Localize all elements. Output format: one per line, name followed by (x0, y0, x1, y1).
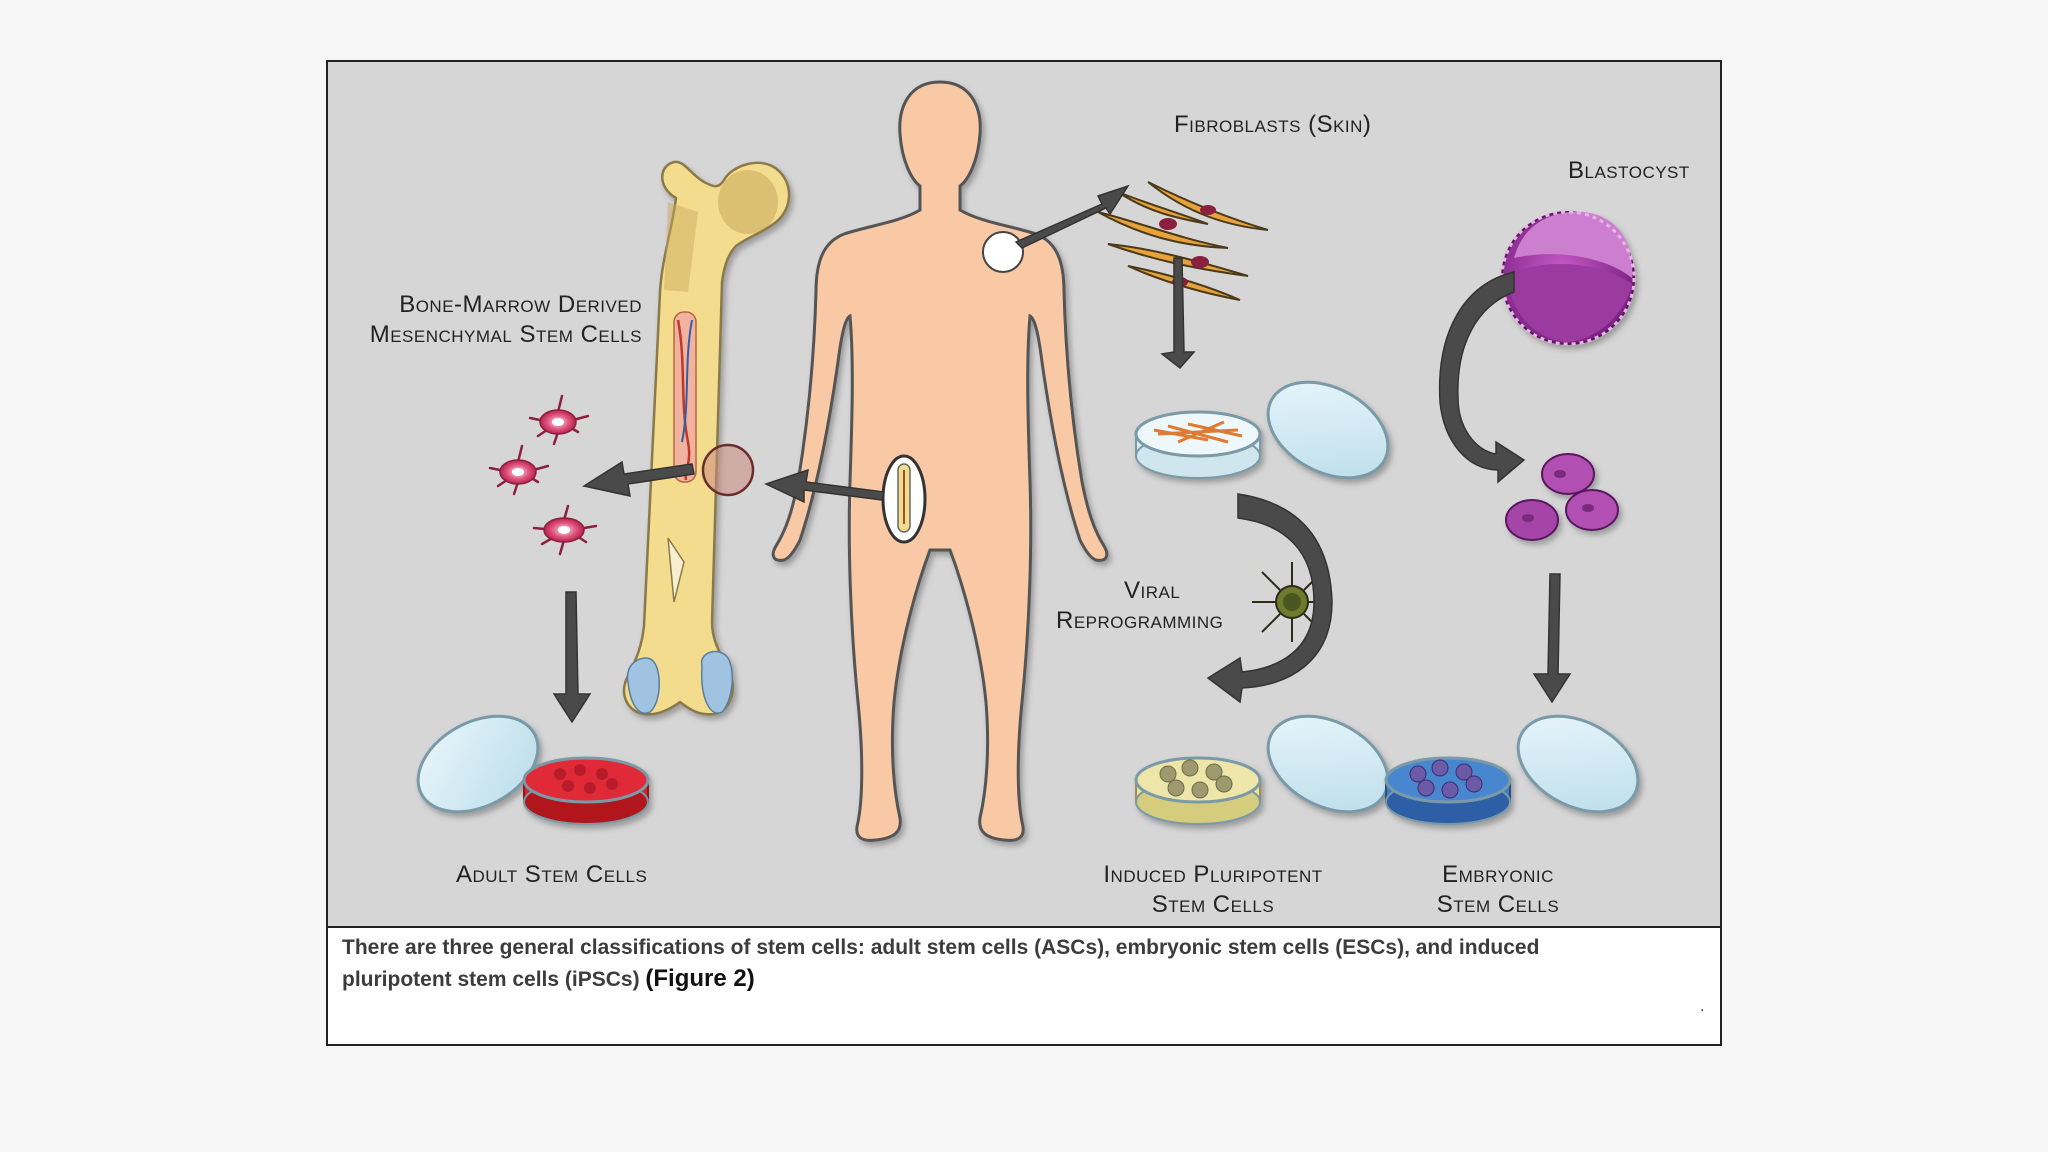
label-bone-marrow-line2: Mesenchymal Stem Cells (369, 321, 642, 348)
human-body-silhouette (771, 80, 1109, 842)
figure-frame: Fibroblasts (Skin) Blastocyst Bone-Marro… (326, 60, 1722, 1046)
label-bone-marrow: Bone-Marrow Derived Mesenchymal Stem Cel… (342, 290, 642, 350)
bone-marrow-site (881, 454, 927, 544)
blastocyst-illustration (1500, 210, 1636, 346)
stem-cell-diagram (416, 80, 1640, 842)
arrow-fibroblasts-to-dish (1160, 257, 1196, 370)
label-viral-line2: Reprogramming (1056, 607, 1224, 634)
label-bone-marrow-line1: Bone-Marrow Derived (399, 291, 642, 318)
arrow-blastocyst-to-cells (1438, 271, 1526, 484)
label-viral-line1: Viral (1124, 577, 1181, 604)
label-ipsc-line2: Stem Cells (1151, 891, 1275, 918)
fibroblast-culture-dish (1134, 380, 1390, 480)
mesenchymal-cells (488, 394, 598, 556)
marrow-magnifier-circle (701, 443, 755, 497)
label-embryonic-line2: Stem Cells (1436, 891, 1560, 918)
label-blastocyst: Blastocyst (1568, 157, 1690, 184)
femur-bone-illustration (622, 160, 791, 716)
arrow-marrow-to-cells (582, 460, 695, 497)
label-fibroblasts: Fibroblasts (Skin) (1174, 111, 1372, 138)
arrow-body-to-femur (763, 468, 885, 504)
esc-dish (1384, 714, 1640, 825)
arrow-cells-to-adult-dish (552, 591, 592, 724)
process-arrows (552, 184, 1572, 724)
figure-reference: (Figure 2) (645, 965, 755, 992)
diagram-panel: Fibroblasts (Skin) Blastocyst Bone-Marro… (328, 62, 1720, 928)
figure-caption: There are three general classifications … (342, 932, 1642, 995)
adult-stem-cell-dish (416, 714, 650, 825)
caption-text: There are three general classifications … (342, 936, 1540, 991)
label-adult-stem-cells: Adult Stem Cells (456, 861, 648, 888)
arrow-skin-to-fibroblasts (1014, 184, 1130, 249)
label-embryonic: Embryonic Stem Cells (1408, 860, 1588, 920)
arrow-embryonic-to-esc-dish (1532, 573, 1572, 704)
label-ipsc-line1: Induced Pluripotent (1103, 861, 1323, 888)
label-viral-reprogramming: Viral Reprogramming (1056, 576, 1223, 636)
arrow-viral-reprogramming (1206, 493, 1333, 704)
label-embryonic-line1: Embryonic (1442, 861, 1554, 888)
embryonic-cells (1505, 453, 1619, 541)
caption-dot: . (1700, 998, 1705, 1015)
skin-biopsy-site (982, 231, 1024, 273)
label-ipsc: Induced Pluripotent Stem Cells (1088, 860, 1338, 920)
ipsc-dish (1134, 714, 1390, 825)
